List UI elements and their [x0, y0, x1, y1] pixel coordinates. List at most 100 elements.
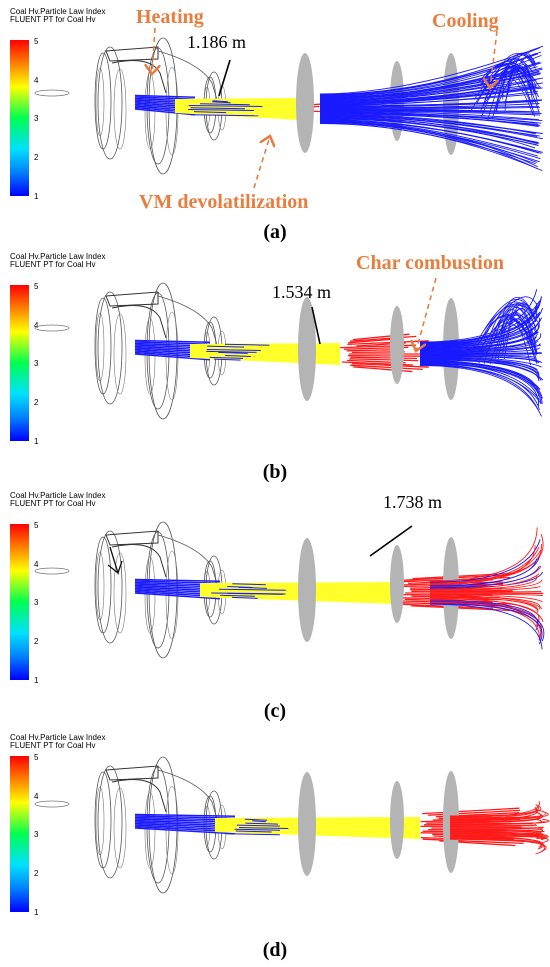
blue-particle-streak [209, 356, 244, 359]
tail-trajectory [429, 597, 539, 613]
char-arrow [416, 277, 437, 351]
tail-trajectory [419, 359, 540, 382]
tail-trajectory [419, 357, 540, 378]
tail-trajectory [429, 586, 541, 592]
tail-trajectory [419, 343, 541, 353]
burner-inner-ring [113, 787, 127, 869]
tail-trajectory [319, 87, 543, 106]
injector-arrow-mark [107, 546, 123, 575]
tail-trajectory [419, 364, 540, 410]
tail-trajectory [449, 809, 547, 820]
blue-particle-streak [245, 822, 278, 825]
red-particle-track [348, 354, 426, 357]
burner-inlet-curve [111, 60, 167, 94]
particle-jet [134, 572, 515, 612]
reference-ellipse [34, 89, 70, 97]
recirculating-trajectory [500, 307, 538, 354]
particle-tail [449, 801, 550, 855]
legend-ticks: 5 4 3 2 1 [34, 282, 39, 446]
tail-trajectory [319, 106, 540, 110]
blue-particle-streak [220, 594, 255, 597]
tail-trajectory [449, 823, 536, 827]
legend-colorbar [10, 756, 29, 912]
blue-particle-track [134, 813, 236, 817]
blue-particle-streak [199, 103, 250, 106]
particle-jet [134, 333, 429, 373]
blue-particle-streak [188, 109, 254, 112]
blue-particle-streak [190, 114, 259, 117]
tail-trajectory [319, 121, 538, 168]
legend-ticks: 5 4 3 2 1 [34, 37, 39, 201]
blue-particle-streak [232, 583, 266, 586]
tail-trajectory [449, 811, 543, 823]
recirculating-trajectory [471, 299, 534, 351]
recirculating-trajectory [473, 296, 539, 351]
recirculating-trajectory [482, 75, 534, 116]
burner-secondary-duct [157, 50, 219, 104]
tail-trajectory [319, 122, 539, 170]
annotation-cooling: Cooling [432, 10, 499, 32]
burner-inner-ring [95, 67, 105, 137]
legend-tick-2: 2 [34, 153, 39, 162]
burner-inlet-duct [105, 46, 159, 62]
recirculating-trajectory [480, 66, 535, 111]
panel-caption: (c) [264, 700, 286, 722]
annotation-char-combustion: Char combustion [356, 252, 504, 274]
burner-ring [97, 530, 123, 644]
tail-trajectory [419, 347, 540, 354]
legend-tick-1: 1 [34, 676, 39, 685]
burner-inlet-curve [111, 305, 167, 339]
red-particle-track [353, 366, 413, 373]
reference-ellipse [34, 567, 70, 575]
tail-trajectory [449, 830, 545, 833]
legend-tick-4: 4 [34, 560, 39, 569]
blue-particle-streak [206, 350, 257, 353]
recirculating-trajectory [483, 302, 539, 364]
burner-ring [97, 46, 123, 160]
blue-particle-track [134, 108, 196, 116]
legend-title-line1: Coal Hv.Particle Law Index [10, 733, 105, 742]
red-particle-track [351, 362, 429, 368]
legend-title-line1: Coal Hv.Particle Law Index [10, 252, 105, 261]
burner-inlet-curve [111, 779, 167, 813]
legend-title-line1: Coal Hv.Particle Law Index [10, 491, 105, 500]
red-particle-track [422, 838, 524, 845]
legend-tick-2: 2 [34, 637, 39, 646]
burner-inner-ring [95, 551, 105, 621]
red-particle-track [350, 356, 417, 360]
tail-trajectory [319, 112, 541, 127]
length-label: 1.534 m [272, 282, 331, 302]
reference-ellipse [34, 324, 70, 332]
tail-trajectory [429, 603, 543, 645]
burner-inner-ring [113, 552, 127, 634]
legend-tick-2: 2 [34, 398, 39, 407]
legend-tick-2: 2 [34, 869, 39, 878]
legend-tick-4: 4 [34, 76, 39, 85]
tail-trajectory [449, 827, 543, 830]
tail-trajectory [419, 359, 540, 380]
tail-trajectory [429, 579, 543, 592]
legend-title-line2: FLUENT PT for Coal Hv [10, 260, 96, 269]
tail-trajectory [429, 527, 538, 582]
legend-title-line2: FLUENT PT for Coal Hv [10, 499, 96, 508]
recirculating-trajectory [493, 304, 537, 341]
particle-tail [419, 289, 544, 417]
legend-tick-4: 4 [34, 792, 39, 801]
tail-trajectory [429, 566, 540, 589]
blue-particle-track [134, 353, 211, 361]
red-particle-track [411, 605, 514, 612]
recirculating-trajectory [482, 53, 536, 107]
tail-trajectory [429, 556, 540, 587]
burner-ring [94, 771, 112, 869]
burner-inner-ring [95, 312, 105, 382]
panel-a: Coal Hv.Particle Law Index FLUENT PT for… [10, 6, 544, 243]
blue-particle-track [134, 815, 236, 819]
tail-trajectory [449, 801, 540, 818]
annular-discs [298, 297, 459, 401]
cooling-arrow [490, 30, 497, 88]
blue-particle-track [134, 96, 196, 100]
burner-ring [97, 291, 123, 405]
blue-particle-track [134, 578, 221, 582]
burner-inlet-duct [105, 291, 159, 307]
tail-trajectory [429, 594, 543, 603]
